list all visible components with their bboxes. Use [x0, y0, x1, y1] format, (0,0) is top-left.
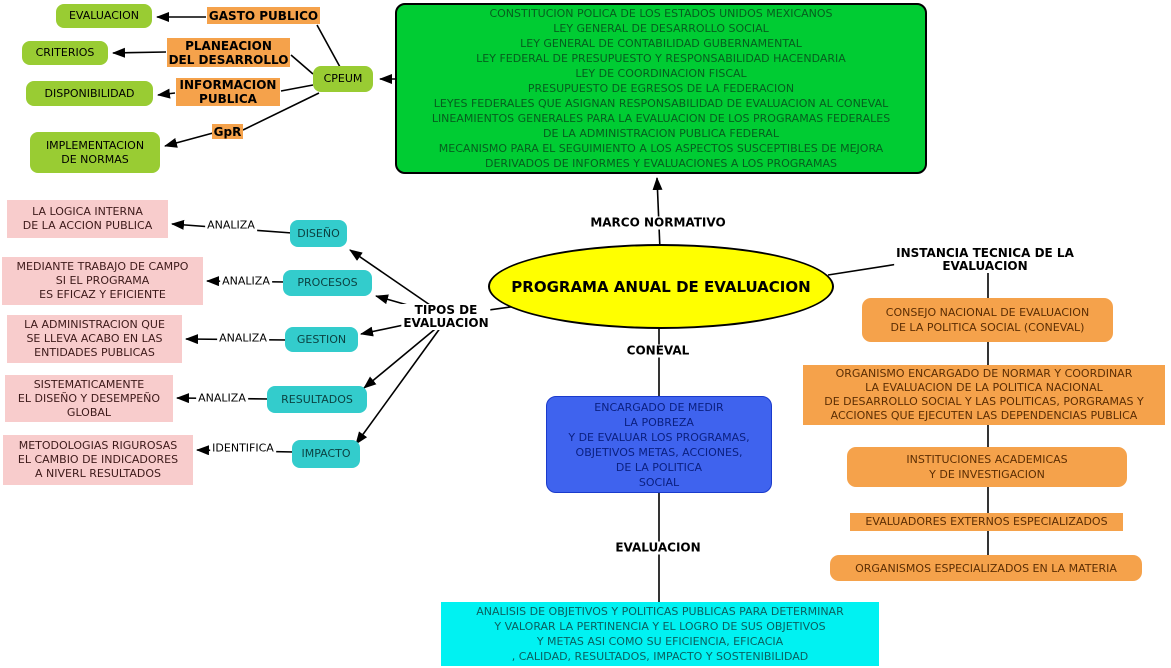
connector-line-5	[242, 92, 320, 131]
node-analisis-de-objetivos[interactable]: ANALISIS DE OBJETIVOS Y POLITICAS PUBLIC…	[441, 602, 879, 666]
connector-line-14	[363, 319, 447, 389]
node-organismo-encargado[interactable]: ORGANISMO ENCARGADO DE NORMAR Y COORDINA…	[803, 365, 1165, 425]
node-evaluacion[interactable]: EVALUACION	[56, 4, 152, 28]
connector-line-9	[164, 132, 214, 148]
connector-line-21	[827, 263, 899, 276]
connector-line-2	[316, 24, 341, 68]
node-implementacion-de-normas[interactable]: IMPLEMENTACION DE NORMAS	[30, 132, 160, 173]
node-diseno[interactable]: DISEÑO	[290, 220, 347, 247]
node-gasto-publico[interactable]: GASTO PUBLICO	[207, 7, 320, 24]
node-impacto[interactable]: IMPACTO	[292, 440, 360, 468]
connector-line-15	[355, 319, 447, 445]
link-label-marco-normativo[interactable]: MARCO NORMATIVO	[588, 215, 728, 230]
link-label-instancia-tecnica[interactable]: INSTANCIA TECNICA DE LA EVALUACION	[894, 246, 1076, 273]
connector-line-8	[157, 88, 176, 99]
link-label-identifica[interactable]: IDENTIFICA	[210, 441, 276, 455]
connector-line-4	[280, 84, 314, 92]
link-label-analiza-1[interactable]: ANALIZA	[205, 218, 257, 232]
node-gpr[interactable]: GpR	[212, 124, 243, 139]
node-instituciones-academicas[interactable]: INSTITUCIONES ACADEMICAS Y DE INVESTIGAC…	[847, 447, 1127, 487]
node-resultados[interactable]: RESULTADOS	[267, 386, 367, 413]
node-programa-anual-de-evaluacion[interactable]: PROGRAMA ANUAL DE EVALUACION	[488, 244, 834, 329]
link-label-analiza-3[interactable]: ANALIZA	[217, 331, 269, 345]
node-informacion-publica[interactable]: INFORMACION PUBLICA	[176, 78, 280, 106]
node-consejo-nacional[interactable]: CONSEJO NACIONAL DE EVALUACION DE LA POL…	[862, 298, 1113, 342]
link-label-analiza-4[interactable]: ANALIZA	[196, 391, 248, 405]
node-procesos[interactable]: PROCESOS	[283, 270, 372, 296]
node-planeacion-del-desarrollo[interactable]: PLANEACION DEL DESARROLLO	[167, 38, 290, 67]
link-label-analiza-2[interactable]: ANALIZA	[220, 274, 272, 288]
node-metodologias-rigurosas[interactable]: METODOLOGIAS RIGUROSAS EL CAMBIO DE INDI…	[3, 435, 193, 485]
node-marco-normativo-leyes[interactable]: CONSTITUCION POLICA DE LOS ESTADOS UNIDO…	[395, 3, 927, 174]
node-gestion[interactable]: GESTION	[285, 327, 358, 352]
node-administracion-entidades[interactable]: LA ADMINISTRACION QUE SE LLEVA ACABO EN …	[7, 315, 182, 363]
node-cpeum[interactable]: CPEUM	[313, 66, 373, 92]
connector-line-7	[112, 47, 167, 58]
node-organismos-especializados[interactable]: ORGANISMOS ESPECIALIZADOS EN LA MATERIA	[830, 555, 1142, 581]
node-logica-interna[interactable]: LA LOGICA INTERNA DE LA ACCION PUBLICA	[7, 200, 168, 238]
connector-line-0	[652, 177, 663, 251]
link-label-evaluacion[interactable]: EVALUACION	[613, 540, 703, 555]
node-disponibilidad[interactable]: DISPONIBILIDAD	[26, 81, 153, 106]
node-evaluadores-externos[interactable]: EVALUADORES EXTERNOS ESPECIALIZADOS	[850, 513, 1123, 531]
node-trabajo-de-campo[interactable]: MEDIANTE TRABAJO DE CAMPO SI EL PROGRAMA…	[2, 257, 203, 305]
link-label-coneval[interactable]: CONEVAL	[624, 343, 692, 358]
node-diseno-desempeno-global[interactable]: SISTEMATICAMENTE EL DISEÑO Y DESEMPEÑO G…	[5, 375, 173, 422]
node-encargado-de-medir[interactable]: ENCARGADO DE MEDIR LA POBREZA Y DE EVALU…	[546, 396, 772, 493]
node-criterios[interactable]: CRITERIOS	[22, 41, 108, 65]
connector-line-3	[290, 54, 314, 75]
link-label-tipos-de-evaluacion[interactable]: TIPOS DE EVALUACION	[401, 303, 491, 330]
